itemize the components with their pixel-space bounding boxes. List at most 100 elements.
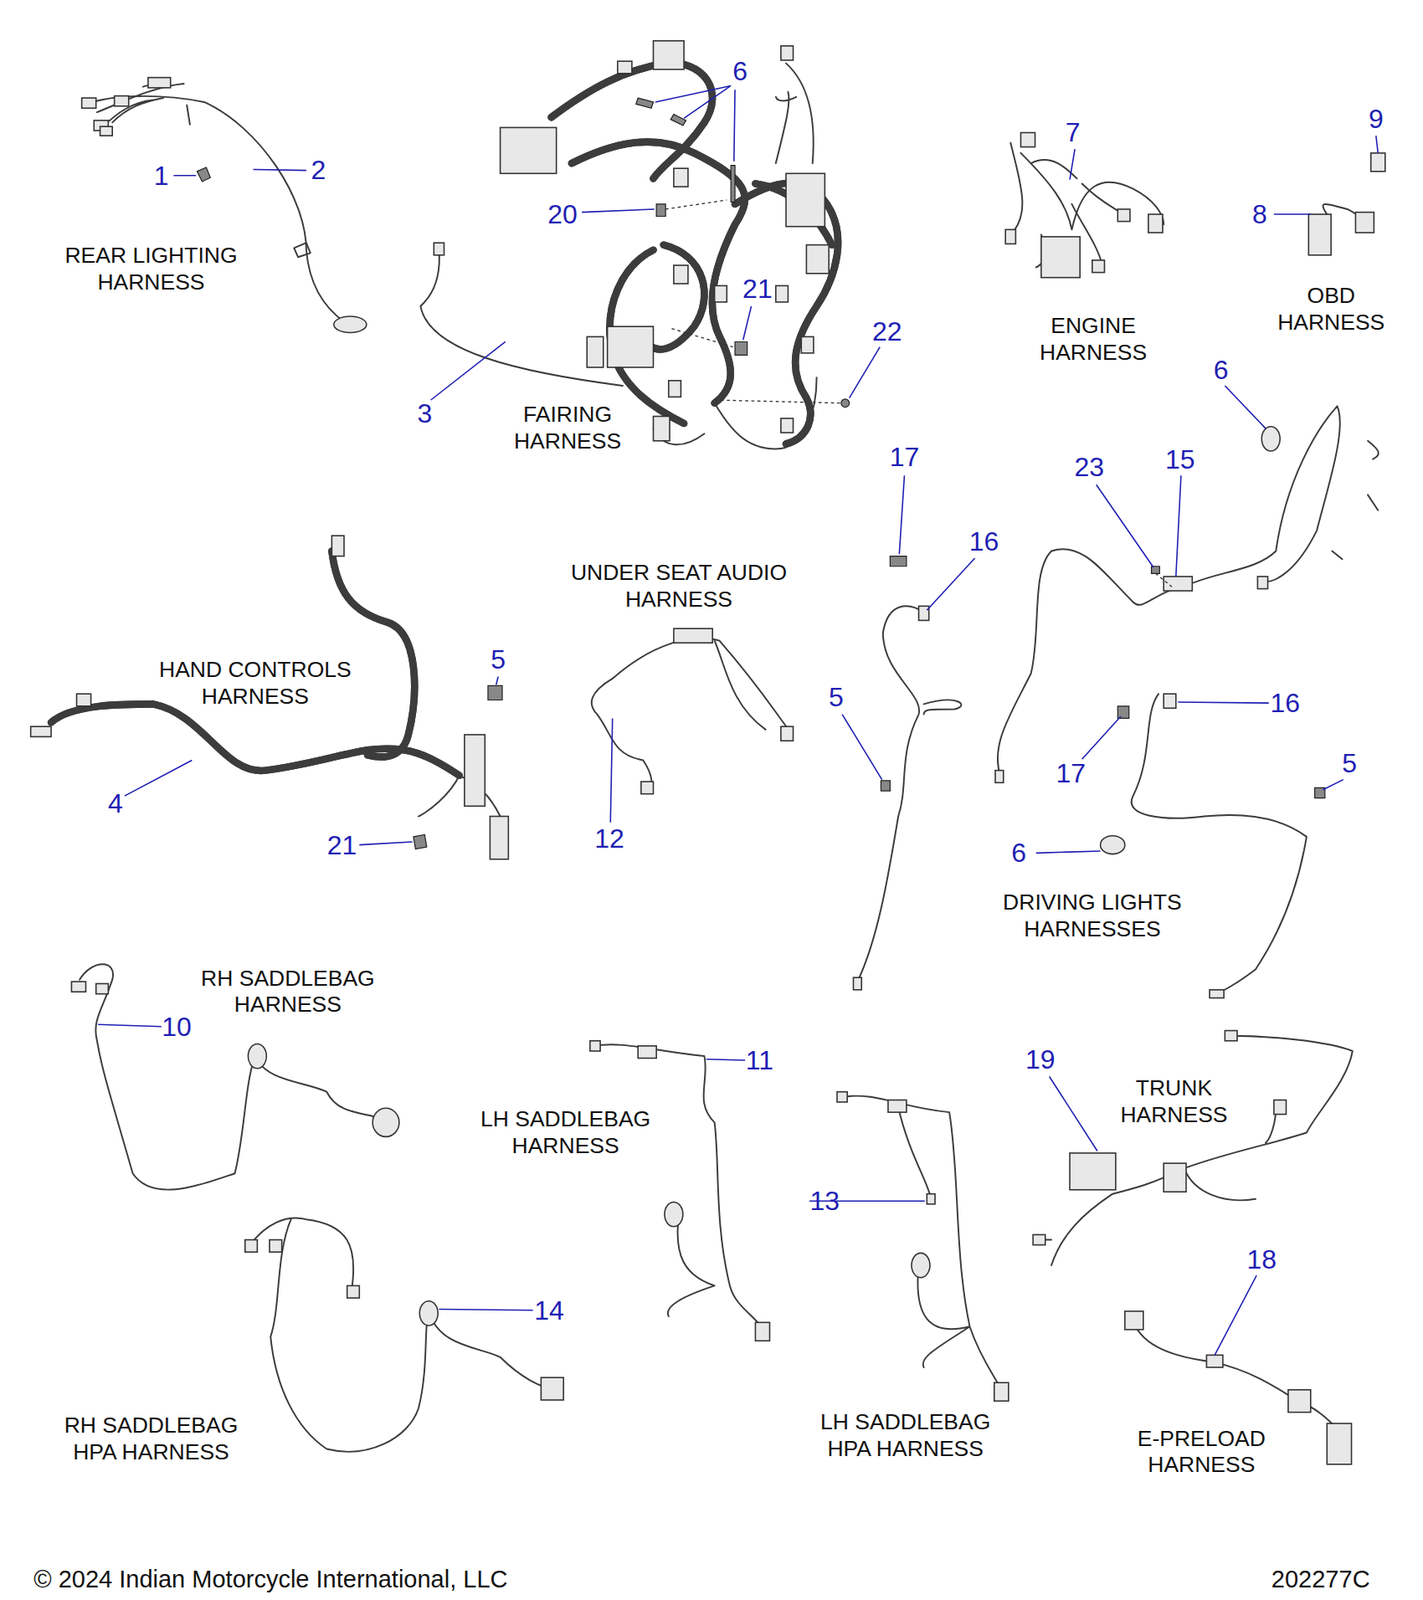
lh-saddlebag-hpa-harness [837,1092,1009,1402]
drawing-stroke [1100,836,1126,855]
drawing-stroke [926,1194,935,1205]
drawing-stroke [780,418,794,433]
drawing-stroke [500,127,557,174]
drawing-stroke [857,606,924,982]
drawing-stroke [148,77,171,88]
drawing-stroke [670,114,686,126]
drawing-stroke [1117,209,1131,222]
drawing-stroke [30,726,52,737]
harness-name: ENGINE HARNESS [1017,313,1171,367]
drawing-stroke [673,168,689,187]
callout-number: 5 [490,643,506,676]
trunk-harness [1032,1031,1353,1266]
harness-name: DRIVING LIGHTS HARNESSES [982,889,1203,944]
drawing-stroke [665,200,841,404]
callout-number: 15 [1165,443,1196,476]
drawing-stroke [586,336,604,368]
drawing-stroke [1224,1031,1238,1042]
drawing-stroke [1163,1163,1187,1192]
drawing-stroke [1041,236,1080,278]
drawing-stroke [96,983,109,994]
drawing-stroke [1155,573,1172,587]
drawing-stroke [1133,1321,1338,1429]
callout-number: 11 [745,1044,774,1077]
drawing-stroke [842,385,1344,853]
callout-number: 1 [154,159,170,192]
drawing-stroke [418,744,501,817]
drawing-stroke [269,1240,283,1254]
drawing-stroke [82,97,97,108]
callout-number: 8 [1252,198,1268,231]
drawing-stroke [1069,1153,1116,1191]
drawing-stroke [347,1285,360,1299]
drawing-stroke [995,770,1004,784]
drawing-stroke [71,981,86,992]
drawing-stroke [1209,990,1224,999]
harness-name: RH SADDLEBAG HARNESS [181,965,395,1020]
rh-saddlebag-hpa-harness [245,1218,564,1453]
callout-number: 16 [969,525,1000,558]
drawing-stroke [994,1382,1009,1402]
drawing-stroke [1151,566,1161,575]
drawing-stroke [540,1377,564,1401]
callout-number: 12 [594,822,625,855]
drawing-stroke [785,173,825,227]
drawing-stroke [372,1108,400,1137]
leader-lines [97,85,1378,1356]
callout-number: 21 [742,272,773,305]
drawing-stroke [433,242,444,256]
drawing-stroke [1005,229,1016,244]
drawing-stroke [1274,1100,1287,1115]
drawing-stroke [331,550,415,757]
drawing-stroke [714,641,766,730]
drawing-stroke [780,726,794,741]
harness-name: LH SADDLEBAG HPA HARNESS [799,1409,1013,1464]
callout-number: 16 [1270,687,1301,720]
callout-number: 6 [1011,837,1027,869]
drawing-stroke [77,693,92,707]
drawing-stroke [247,1043,267,1069]
callout-number: 22 [872,315,903,348]
driving-lights-harnesses [852,405,1378,998]
harness-name: FAIRING HARNESS [491,401,645,456]
drawing-stroke [124,676,613,845]
drawing-stroke [1069,135,1378,215]
under-seat-audio-harness [591,628,794,795]
drawing-stroke [594,1044,761,1327]
callout-number: 9 [1368,102,1384,135]
drawing-stroke [293,242,311,257]
drawing-stroke [842,1096,1001,1389]
rh-saddlebag-harness [71,964,399,1190]
callout-number: 6 [732,55,748,88]
drawing-stroke [431,85,881,401]
drawing-stroke [1117,706,1129,720]
drawing-stroke [51,703,460,776]
drawing-stroke [714,377,817,449]
drawing-stroke [852,977,862,991]
drawing-stroke [636,97,654,108]
drawing-stroke [919,606,930,621]
harness-name: OBD HARNESS [1262,282,1401,337]
drawing-stroke [100,126,114,136]
drawing-stroke [617,61,632,74]
harness-name: TRUNK HARNESS [1102,1075,1246,1130]
drawing-stroke [1163,576,1192,591]
callout-number: 21 [327,829,358,862]
callout-number: 13 [810,1185,841,1218]
drawing-stroke [1355,212,1374,233]
drawing-stroke [911,1253,930,1278]
drawing-stroke [245,1240,258,1254]
drawing-stroke [1257,576,1268,590]
drawing-stroke [196,167,211,182]
hand-controls-harness [30,535,509,860]
drawing-stroke [924,700,962,715]
drawing-stroke [420,250,622,386]
footer-text: 202277C [1271,1565,1371,1595]
drawing-stroke [656,204,666,217]
callout-number: 10 [161,1011,192,1043]
drawing-stroke [1163,693,1177,709]
callout-number: 6 [1213,354,1229,386]
lh-saddlebag-harness [590,1041,771,1342]
drawing-stroke [714,285,728,303]
drawing-stroke [419,1301,438,1326]
